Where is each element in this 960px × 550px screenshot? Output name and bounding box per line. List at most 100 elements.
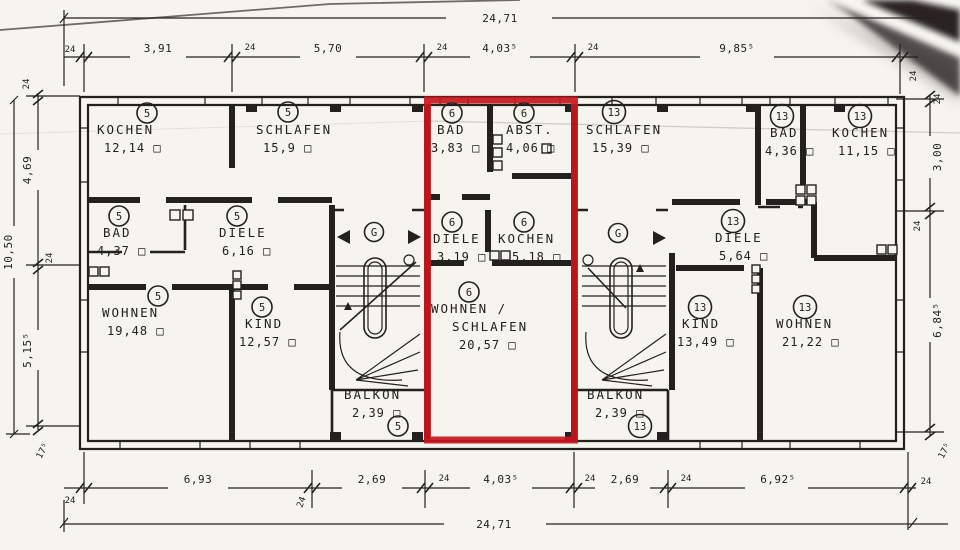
dim-label: 24: [681, 474, 692, 484]
room-name: BAD: [437, 122, 466, 137]
unit-badge: 6: [521, 217, 527, 229]
room-name: KIND: [245, 316, 283, 331]
stair-label: G: [371, 227, 377, 239]
dimensions-bottom: 24 6,93 24 2,69 24 4,03⁵ 24 2,69 24 6,92…: [59, 452, 948, 532]
dim-label: 17⁵: [35, 442, 51, 461]
dim-label: 24: [45, 253, 55, 264]
unit-badge: 5: [285, 107, 291, 119]
room-area: 13,49 □: [677, 335, 735, 349]
dim-label: 2,69: [611, 473, 640, 486]
unit-badge: 13: [727, 216, 740, 228]
room-name: WOHNEN: [102, 305, 159, 320]
stair-direction-arrows: [337, 230, 666, 245]
unit-badge: 13: [634, 421, 647, 433]
dim-label: 17⁵: [937, 442, 953, 461]
room-area: 4,36 □: [765, 144, 814, 158]
dim-label: 24: [588, 43, 599, 53]
room-area: 3,83 □: [431, 141, 480, 155]
room-area: 20,57 □: [459, 338, 517, 352]
dim-label: 24: [909, 71, 919, 82]
room-name: KOCHEN: [498, 231, 555, 246]
room-name: KOCHEN: [832, 125, 889, 140]
walls: [78, 95, 906, 451]
room-name: KOCHEN: [97, 122, 154, 137]
dim-label: 24,71: [476, 518, 512, 531]
arrow-right-icon: [408, 230, 421, 244]
dim-label: 6,92⁵: [760, 473, 796, 486]
room-area: 19,48 □: [107, 324, 165, 338]
unit-badge: 5: [155, 291, 161, 303]
unit-badge: 13: [694, 302, 707, 314]
arrow-right-icon: [653, 231, 666, 245]
unit-badge: 13: [608, 107, 621, 119]
room-name: WOHNEN: [776, 316, 833, 331]
room-area: 11,15 □: [838, 144, 896, 158]
staircase-right: [582, 254, 667, 387]
room-area: 21,22 □: [782, 335, 840, 349]
room-name-line2: SCHLAFEN: [452, 319, 528, 334]
dim-label: 24: [921, 477, 932, 487]
dim-label: 24,71: [482, 12, 518, 25]
room-name: DIELE: [219, 225, 267, 240]
room-area: 5,64 □: [719, 249, 768, 263]
unit-badge: 13: [776, 111, 789, 123]
room-name: KIND: [682, 316, 720, 331]
dim-label: 4,69: [21, 156, 34, 185]
dim-label: 24: [913, 221, 923, 232]
dim-label: 3,00: [931, 143, 944, 172]
room-area: 15,39 □: [592, 141, 650, 155]
room-name: BALKON: [344, 387, 401, 402]
dim-label: 24: [933, 94, 943, 105]
staircase-left: [336, 254, 421, 387]
room-area: 15,9 □: [263, 141, 312, 155]
room-area: 2,39 □: [352, 406, 401, 420]
unit-badge: 6: [466, 287, 472, 299]
fixture-shafts: [88, 134, 898, 300]
dim-label: 4,03⁵: [482, 42, 518, 55]
room-name: WOHNEN /: [431, 301, 507, 316]
dim-label: 24: [439, 474, 450, 484]
dim-label: 3,91: [144, 42, 173, 55]
stair-label: G: [615, 228, 621, 240]
dim-label: 9,85⁵: [719, 42, 755, 55]
room-name: SCHLAFEN: [256, 122, 332, 137]
stairwell-badge-left: G: [363, 221, 385, 243]
unit-badge: 5: [144, 108, 150, 120]
dim-label: 24: [437, 43, 448, 53]
dim-label: 5,15⁵: [21, 332, 34, 368]
unit-badge: 5: [259, 302, 265, 314]
room-name: BALKON: [587, 387, 644, 402]
dim-label: 24: [296, 496, 309, 510]
dim-label: 24: [65, 496, 76, 506]
arrow-left-icon: [337, 230, 350, 244]
scan-artifacts: [0, 0, 960, 135]
dim-label: 2,69: [358, 473, 387, 486]
unit-badge: 6: [521, 108, 527, 120]
room-area: 4,06 □: [506, 141, 555, 155]
dim-label: 10,50: [2, 234, 15, 270]
room-area: 3,19 □: [437, 250, 486, 264]
unit-badge: 6: [449, 217, 455, 229]
unit-badge: 6: [449, 108, 455, 120]
unit-badge: 5: [116, 211, 122, 223]
dim-label: 5,70: [314, 42, 343, 55]
dimensions-top: 24,71 24 3,91 24 5,70 24 4,03⁵ 24 9,85⁵ …: [59, 10, 950, 94]
dim-label: 24: [65, 45, 76, 55]
selected-unit-highlight: [424, 96, 578, 444]
